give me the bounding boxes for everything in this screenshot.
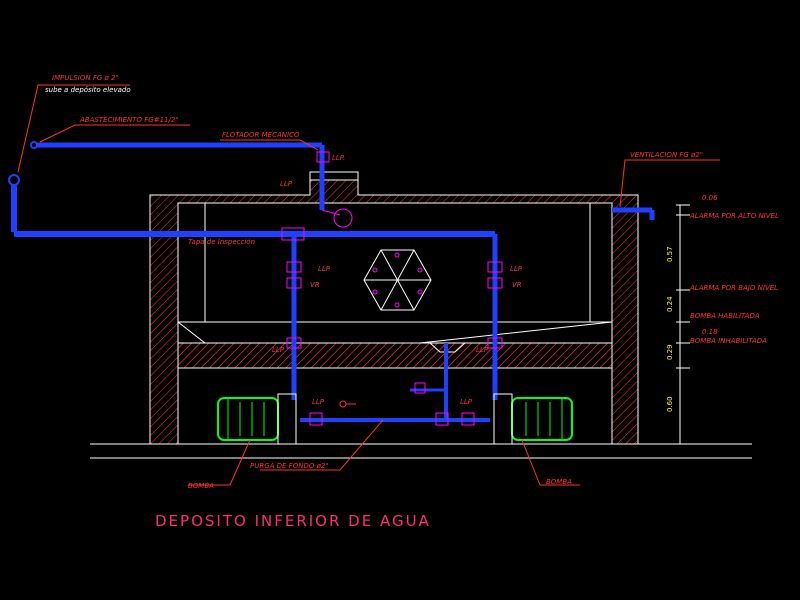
dim-d4: 0.18 [702, 328, 718, 336]
inspection-hatch-symbol [363, 249, 432, 311]
dim-d3: 0.24 [666, 296, 674, 312]
llp-label-bottom-right: LLP [460, 398, 473, 406]
llp-label-left: LLP [318, 265, 331, 273]
vr-label-right: VR [512, 281, 522, 289]
bomba-label-right: BOMBA [546, 478, 572, 486]
alarma-bajo-label: ALARMA POR BAJO NIVEL [689, 284, 778, 292]
ground-line [90, 443, 752, 459]
sube-label: sube a depósito elevado [45, 86, 131, 94]
ventilacion-label: VENTILACION FG ø2" [630, 151, 703, 159]
pump-left [217, 393, 297, 445]
llp-label-right: LLP [510, 265, 523, 273]
abastecimiento-label: ABASTECIMIENTO FG#11/2" [79, 116, 179, 124]
tapa-label: Tapa de Inspección [188, 238, 255, 246]
purga-label: PURGA DE FONDO ø2" [250, 462, 329, 470]
dim-d1: 0.06 [702, 194, 718, 202]
leader-lines [17, 84, 720, 486]
llp-label-top: LLP. [332, 154, 345, 162]
pipes [8, 141, 655, 422]
dim-d2: 0.57 [666, 246, 674, 262]
flotador-label: FLOTADOR MECANICO [222, 131, 300, 139]
vr-label-left: VR [310, 281, 320, 289]
valves [281, 151, 503, 426]
pump-right [493, 393, 573, 445]
tank-walls [149, 171, 639, 445]
bomba-inhabilitada-label: BOMBA INHABILITADA [690, 337, 767, 345]
bomba-habilitada-label: BOMBA HABILITADA [690, 312, 760, 320]
drawing-title: DEPOSITO INFERIOR DE AGUA [155, 512, 431, 530]
llp-label-bottom: LLP [312, 398, 325, 406]
dim-d6: 0.60 [666, 396, 674, 412]
impulsion-label: IMPULSION FG ø 2" [52, 74, 119, 82]
dim-d5: 0.29 [666, 344, 674, 360]
alarma-alto-label: ALARMA POR ALTO NIVEL [689, 212, 779, 220]
dimension-chain [676, 204, 690, 445]
llp-label-left-low: LLP [272, 346, 285, 354]
bomba-label-left: BOMBA [188, 482, 214, 490]
llp-label-right-low: LLP [476, 346, 489, 354]
llp-label-tank: LLP [280, 180, 293, 188]
